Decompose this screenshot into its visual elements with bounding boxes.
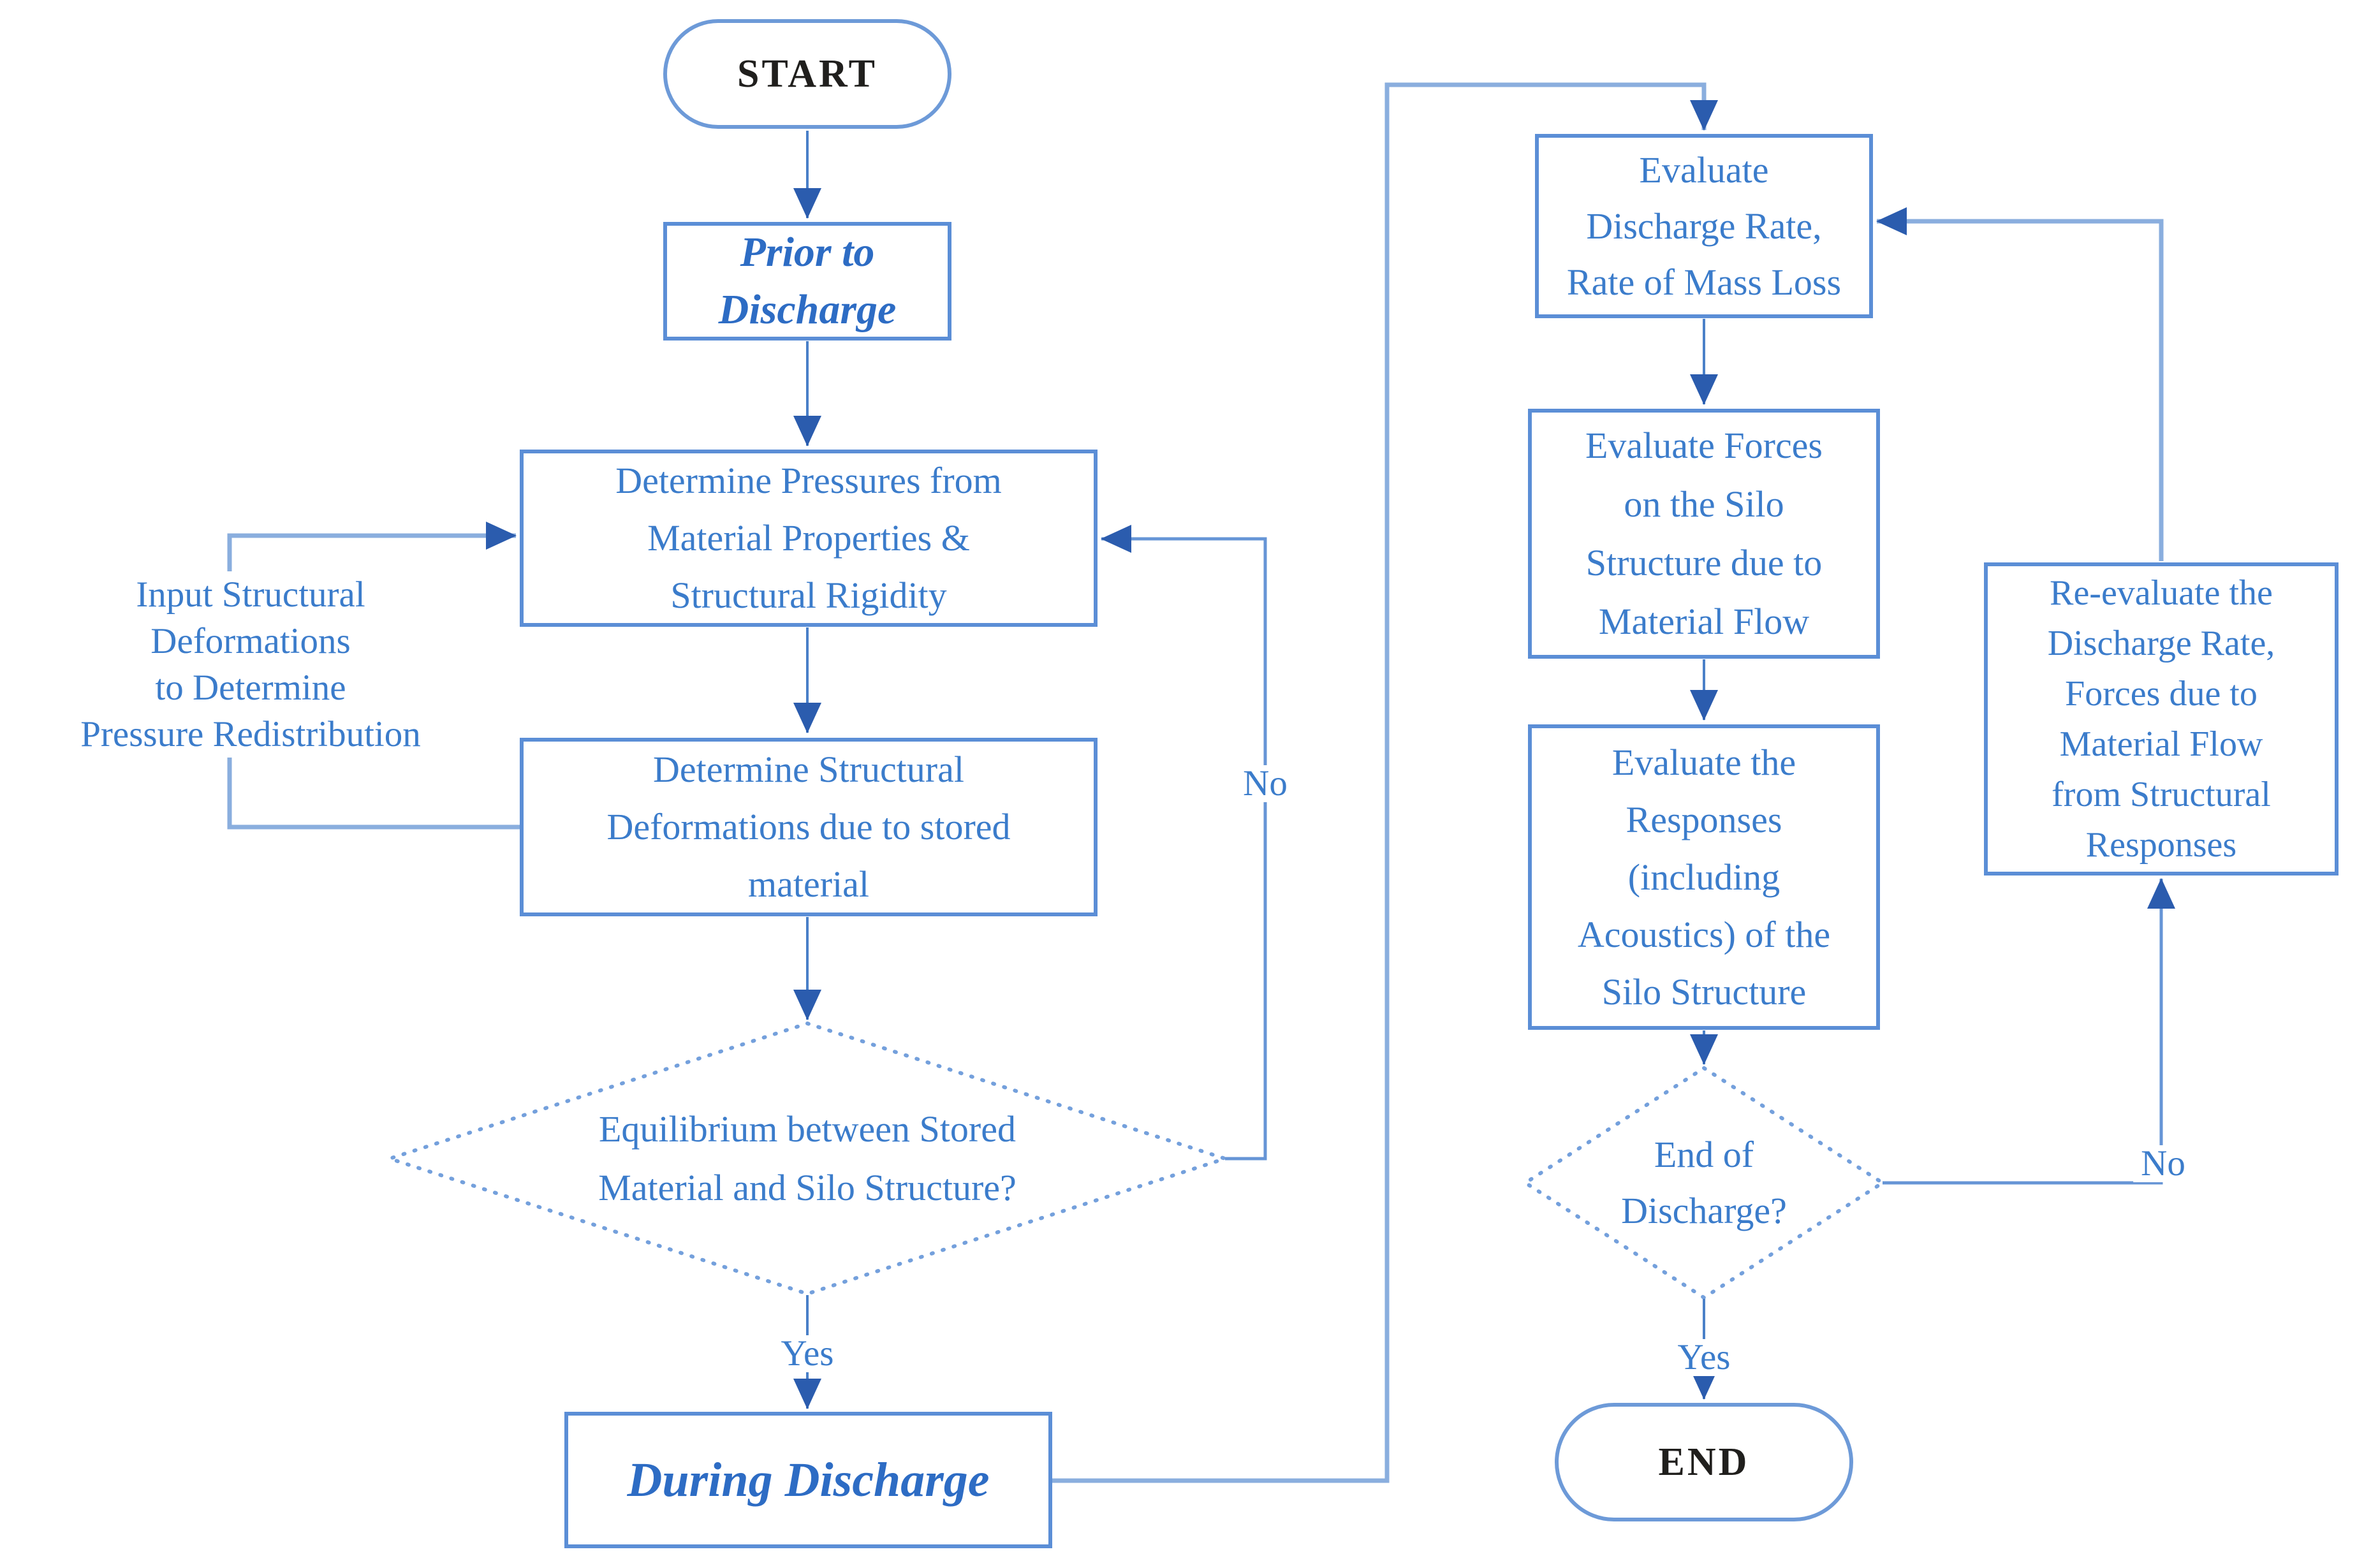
decision-end-of-discharge-label: End of Discharge? (1621, 1134, 1787, 1231)
annotation-input-deformations: Input Structural Deformations to Determi… (75, 571, 426, 758)
edge-during-to-evaluate-rate (1052, 82, 1718, 1483)
decision-diamond-equilibrium (383, 1021, 1231, 1296)
process-evaluate-forces: Evaluate Forces on the Silo Structure du… (1528, 409, 1880, 659)
process-re-evaluate: Re-evaluate the Discharge Rate, Forces d… (1984, 562, 2339, 876)
phase-prior-to-discharge: Prior to Discharge (663, 222, 951, 341)
decision-equilibrium-label: Equilibrium between Stored Material and … (598, 1108, 1017, 1208)
edge-equilibrium-no-loop (1101, 525, 1267, 1161)
process-determine-pressures: Determine Pressures from Material Proper… (520, 450, 1098, 627)
terminal-end: END (1555, 1403, 1853, 1521)
terminal-start: START (663, 19, 951, 129)
process-evaluate-discharge-rate: Evaluate Discharge Rate, Rate of Mass Lo… (1535, 134, 1873, 318)
label-yes-equilibrium: Yes (773, 1335, 842, 1372)
label-no-equilibrium: No (1235, 765, 1295, 802)
process-evaluate-responses: Evaluate the Responses (including Acoust… (1528, 724, 1880, 1030)
phase-during-discharge: During Discharge (564, 1412, 1052, 1548)
label-yes-end-of-discharge: Yes (1670, 1339, 1738, 1376)
label-no-end-of-discharge: No (2133, 1145, 2193, 1182)
decision-diamond-end-of-discharge (1522, 1066, 1886, 1300)
edge-reevaluate-to-rate-loop (1876, 207, 2164, 561)
edge-end-decision-no-loop (1883, 878, 2175, 1185)
process-determine-deformations: Determine Structural Deformations due to… (520, 738, 1098, 916)
